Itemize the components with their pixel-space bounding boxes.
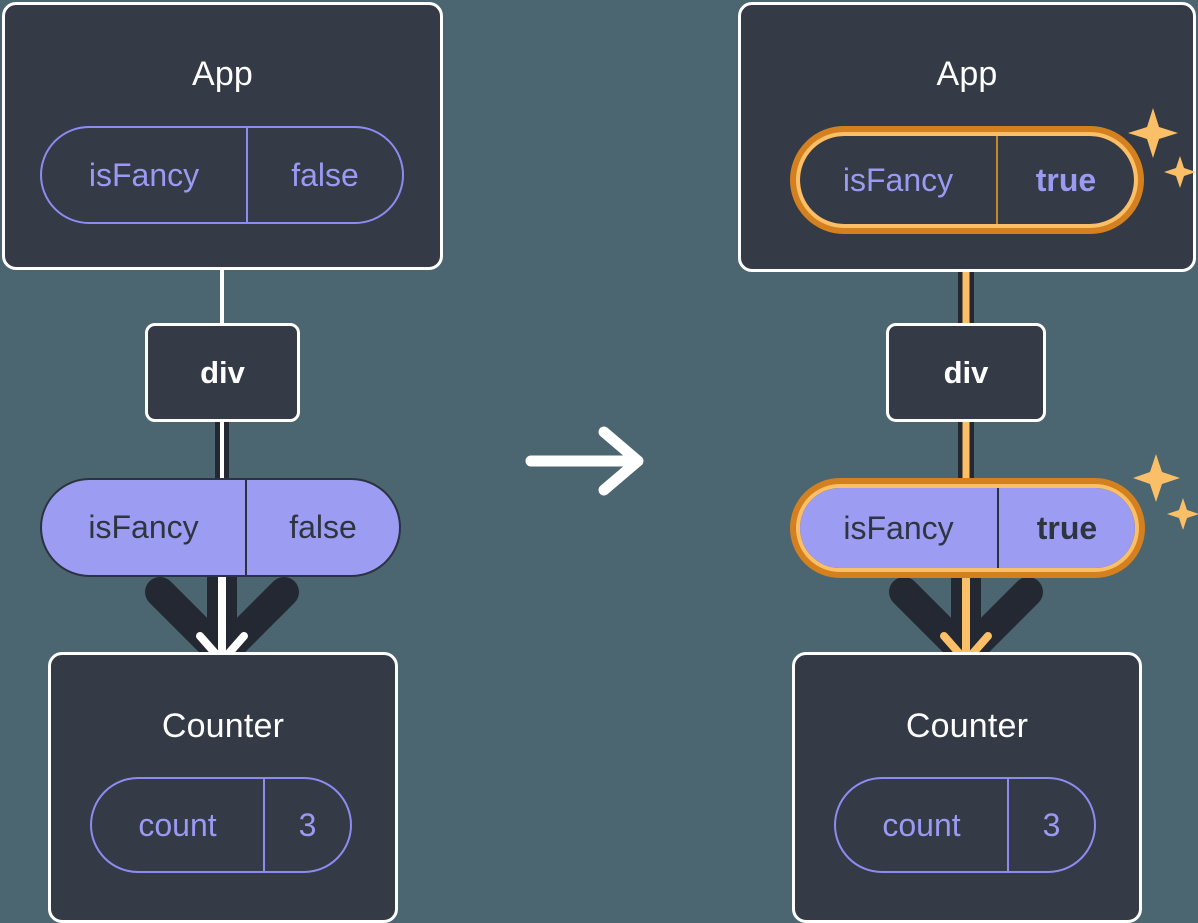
app-title-after: App xyxy=(936,55,998,93)
counter-state-pill-after[interactable]: count 3 xyxy=(834,777,1096,873)
app-state-key-before: isFancy xyxy=(42,128,248,222)
counter-state-value-before: 3 xyxy=(298,806,317,843)
counter-state-value-after: 3 xyxy=(1042,806,1061,843)
prop-key-before: isFancy xyxy=(42,480,247,575)
app-state-value-before: false xyxy=(291,156,359,193)
sparkles-icon-app xyxy=(1128,108,1196,188)
counter-title-after: Counter xyxy=(905,707,1029,745)
sparkles-icon-prop xyxy=(1133,454,1198,530)
app-state-pill-before[interactable]: isFancy false xyxy=(40,126,404,224)
prop-highlight-ring xyxy=(790,478,1145,578)
app-state-highlight-ring xyxy=(790,126,1144,234)
prop-pill-before[interactable]: isFancy false xyxy=(40,478,401,577)
counter-title-before: Counter xyxy=(161,707,285,745)
counter-state-key-after: count xyxy=(836,779,1009,871)
dom-node-div-after[interactable]: div xyxy=(886,323,1046,422)
counter-state-key-before: count xyxy=(92,779,265,871)
dom-node-div-label-after: div xyxy=(943,354,989,390)
prop-value-before: false xyxy=(289,509,357,545)
dom-node-div-label-before: div xyxy=(200,354,245,390)
counter-state-pill-before[interactable]: count 3 xyxy=(90,777,352,873)
transition-arrow-icon xyxy=(525,426,644,496)
dom-node-div-before[interactable]: div xyxy=(145,323,300,422)
app-title-before: App xyxy=(191,55,254,93)
